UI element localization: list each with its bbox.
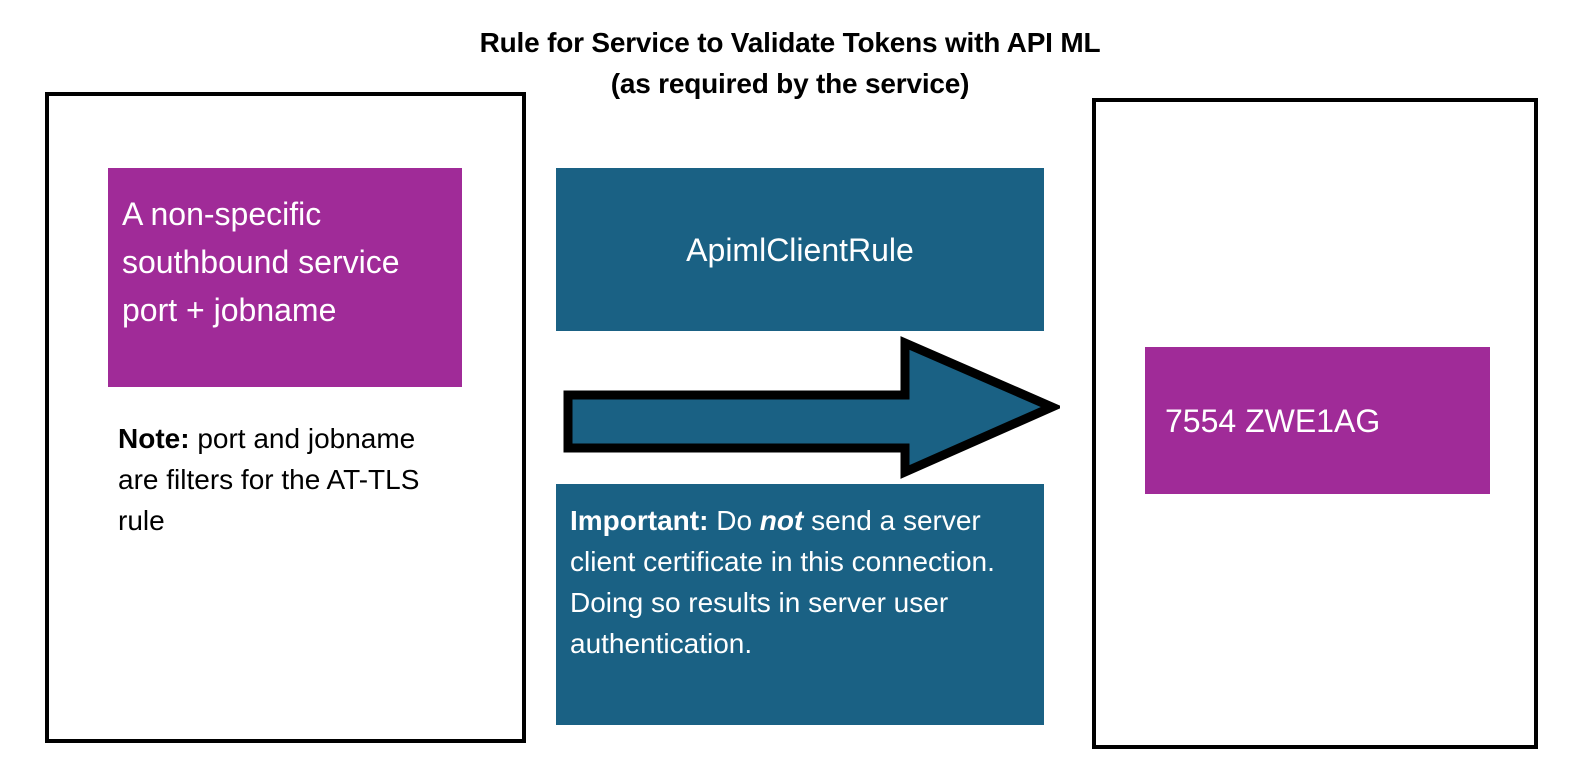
- important-label: Important:: [570, 505, 709, 536]
- page-title: Rule for Service to Validate Tokens with…: [380, 22, 1200, 104]
- important-text-after: send a server client certificate in this…: [570, 505, 995, 659]
- note-label: Note:: [118, 423, 190, 454]
- note-body: port and jobname are filters for the AT-…: [118, 423, 420, 536]
- right-arrow-icon: [560, 335, 1060, 480]
- important-text-before: Do: [708, 505, 760, 536]
- note-text: Note: port and jobname are filters for t…: [118, 418, 458, 541]
- important-emphasis: not: [759, 505, 804, 536]
- southbound-service-box: A non-specific southbound service port +…: [108, 168, 462, 387]
- page-title-line-1: Rule for Service to Validate Tokens with…: [479, 27, 1101, 58]
- rule-name-box: ApimlClientRule: [556, 168, 1044, 331]
- page-title-line-2: (as required by the service): [610, 68, 970, 99]
- port-jobname-box: 7554 ZWE1AG: [1145, 347, 1490, 494]
- important-note-box: Important: Do not send a server client c…: [556, 484, 1044, 725]
